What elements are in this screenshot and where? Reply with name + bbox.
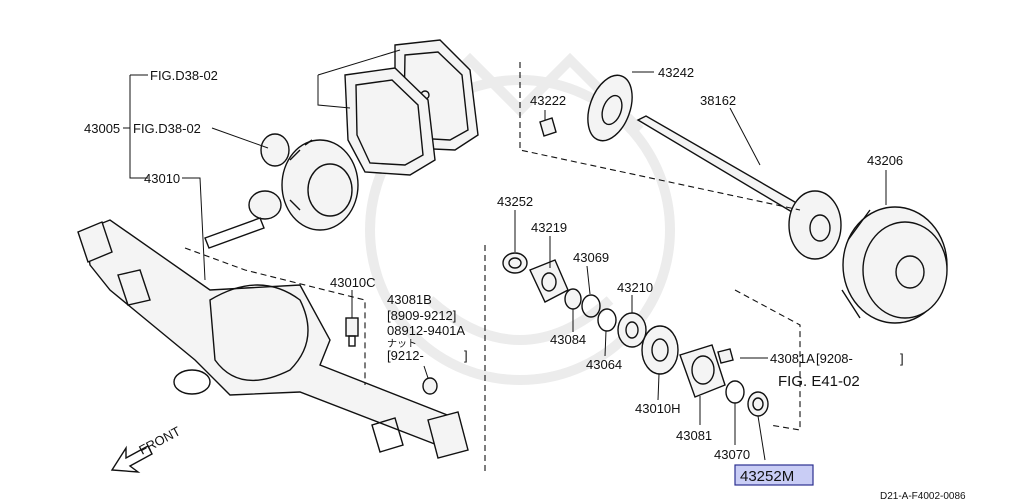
label-43069: 43069 <box>573 250 609 265</box>
nut-08912[interactable] <box>422 377 438 395</box>
bearing-43210[interactable] <box>617 312 647 348</box>
label-43222: 43222 <box>530 93 566 108</box>
label-38162: 38162 <box>700 93 736 108</box>
label-43010c: 43010C <box>330 275 376 290</box>
label-front: FRONT <box>136 423 183 457</box>
label-43252m[interactable]: 43252M <box>740 468 794 485</box>
gasket-43010h[interactable] <box>641 325 679 375</box>
bolt-43222[interactable] <box>539 117 557 137</box>
breather-43010c[interactable] <box>345 317 359 347</box>
label-43081b-range3-end: ] <box>464 348 468 363</box>
label-43081b-range2: 08912-9401A <box>387 323 465 338</box>
label-fig-d38-mid: FIG.D38-02 <box>133 121 201 136</box>
label-43010: 43010 <box>144 171 180 186</box>
label-43005: 43005 <box>84 121 120 136</box>
label-43081b-range3: [9212- <box>387 348 424 363</box>
brake-drum-43206[interactable] <box>841 206 948 324</box>
gasket-43219[interactable] <box>529 259 569 303</box>
label-43084: 43084 <box>550 332 586 347</box>
seal-43252[interactable] <box>502 252 528 274</box>
label-fig-d38-top: FIG.D38-02 <box>150 68 218 83</box>
lockwasher-43084[interactable] <box>564 288 582 310</box>
label-43210: 43210 <box>617 280 653 295</box>
label-43081a: 43081A <box>770 351 815 366</box>
label-43206: 43206 <box>867 153 903 168</box>
ring-43064[interactable] <box>597 308 617 332</box>
label-43064: 43064 <box>586 357 622 372</box>
label-43081: 43081 <box>676 428 712 443</box>
label-43219: 43219 <box>531 220 567 235</box>
bolt-43081a[interactable] <box>717 348 734 364</box>
label-nut: ナット <box>387 338 417 350</box>
ring-43070[interactable] <box>725 380 745 404</box>
axle-housing[interactable] <box>77 219 469 459</box>
axle-shaft-38162[interactable] <box>636 115 842 260</box>
label-43081a-range: [9208- <box>816 351 853 366</box>
label-fig-e41: FIG. E41-02 <box>778 373 860 390</box>
seal-43252m[interactable] <box>747 391 769 417</box>
group-outline-left <box>184 247 366 385</box>
label-43081a-range-end: ] <box>900 351 904 366</box>
label-43242: 43242 <box>658 65 694 80</box>
bearing-housing-43081[interactable] <box>679 344 726 398</box>
doc-code: D21-A-F4002-0086 <box>880 491 966 502</box>
leader-lines <box>123 49 887 461</box>
group-outline-right-bottom <box>734 289 801 431</box>
label-43081b: 43081B <box>387 292 432 307</box>
ring-43069[interactable] <box>581 294 601 318</box>
label-43081b-range1: [8909-9212] <box>387 308 456 323</box>
differential-assembly[interactable] <box>204 133 359 249</box>
part-43252m-highlight[interactable]: 43252M <box>734 464 814 486</box>
label-43010h: 43010H <box>635 401 681 416</box>
gasket-carrier[interactable] <box>344 67 436 176</box>
label-43070: 43070 <box>714 447 750 462</box>
label-43252: 43252 <box>497 194 533 209</box>
front-arrow-icon <box>110 445 153 473</box>
highlight-box[interactable] <box>734 464 814 486</box>
seal-retainer-43242[interactable] <box>580 69 641 147</box>
